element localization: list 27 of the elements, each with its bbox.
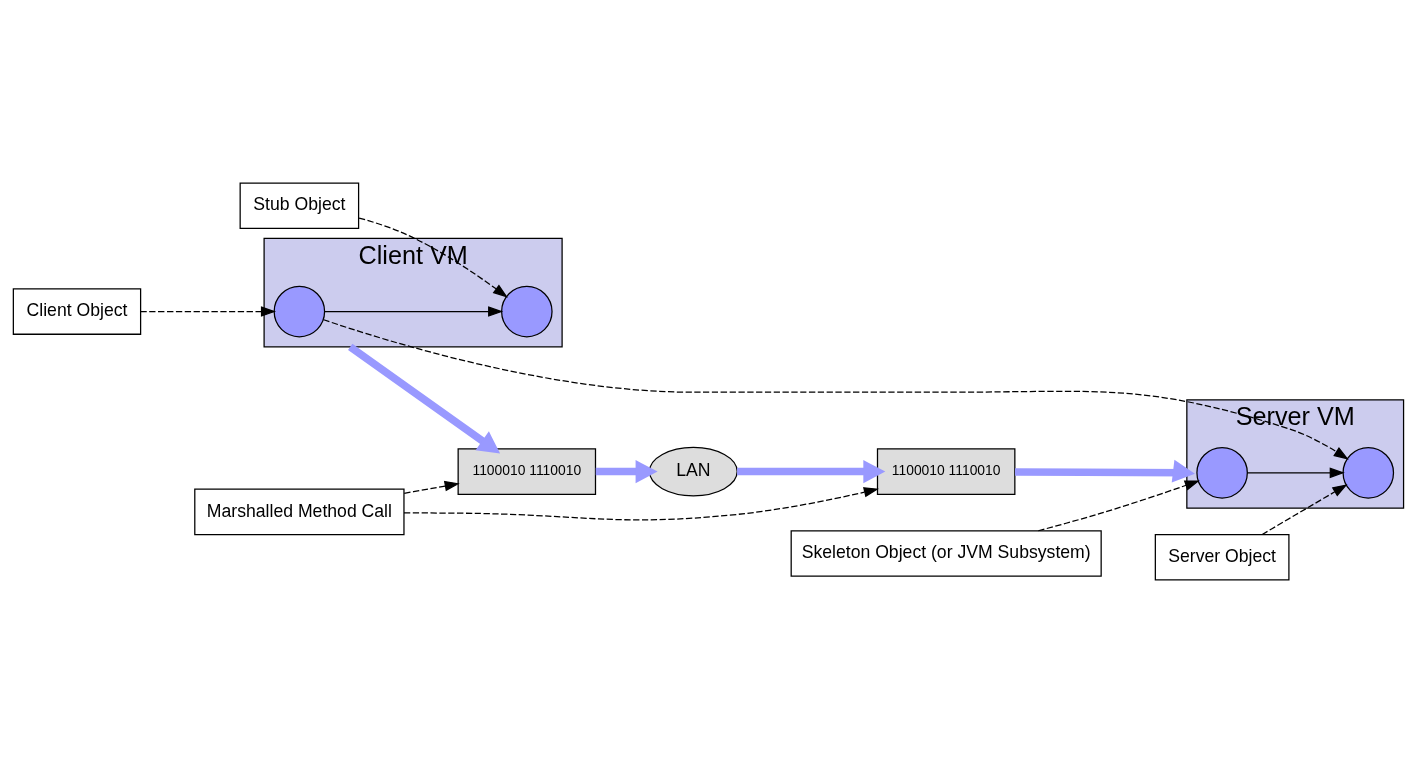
cluster: Client VM	[263, 237, 563, 348]
node-box: Server Object	[1154, 533, 1290, 581]
cluster: Server VM	[1186, 399, 1405, 509]
node-box: Marshalled Method Call	[194, 488, 405, 536]
node-box: 1100010 1110010	[457, 448, 597, 495]
node-ellipse: LAN	[648, 446, 738, 497]
arrow	[1015, 459, 1195, 483]
node-circle	[501, 285, 553, 338]
node-box: Stub Object	[239, 182, 360, 230]
arrow	[403, 487, 879, 521]
node-circle	[1196, 447, 1248, 499]
node-box: Skeleton Object (or JVM Subsystem)	[790, 530, 1102, 577]
node-circle	[273, 285, 326, 338]
arrow	[348, 343, 501, 454]
arrow	[140, 306, 277, 317]
arrow	[358, 217, 508, 298]
node-box: 1100010 1110010	[876, 448, 1016, 495]
node-circle	[1342, 447, 1395, 499]
arrow	[595, 460, 658, 484]
arrow	[323, 319, 1349, 460]
arrow	[737, 460, 886, 484]
node-box: Client Object	[12, 288, 142, 335]
arrow	[403, 480, 460, 494]
arrow	[1246, 467, 1345, 479]
arrow	[1261, 484, 1348, 536]
arrow	[324, 306, 504, 317]
arrow	[1037, 480, 1200, 532]
